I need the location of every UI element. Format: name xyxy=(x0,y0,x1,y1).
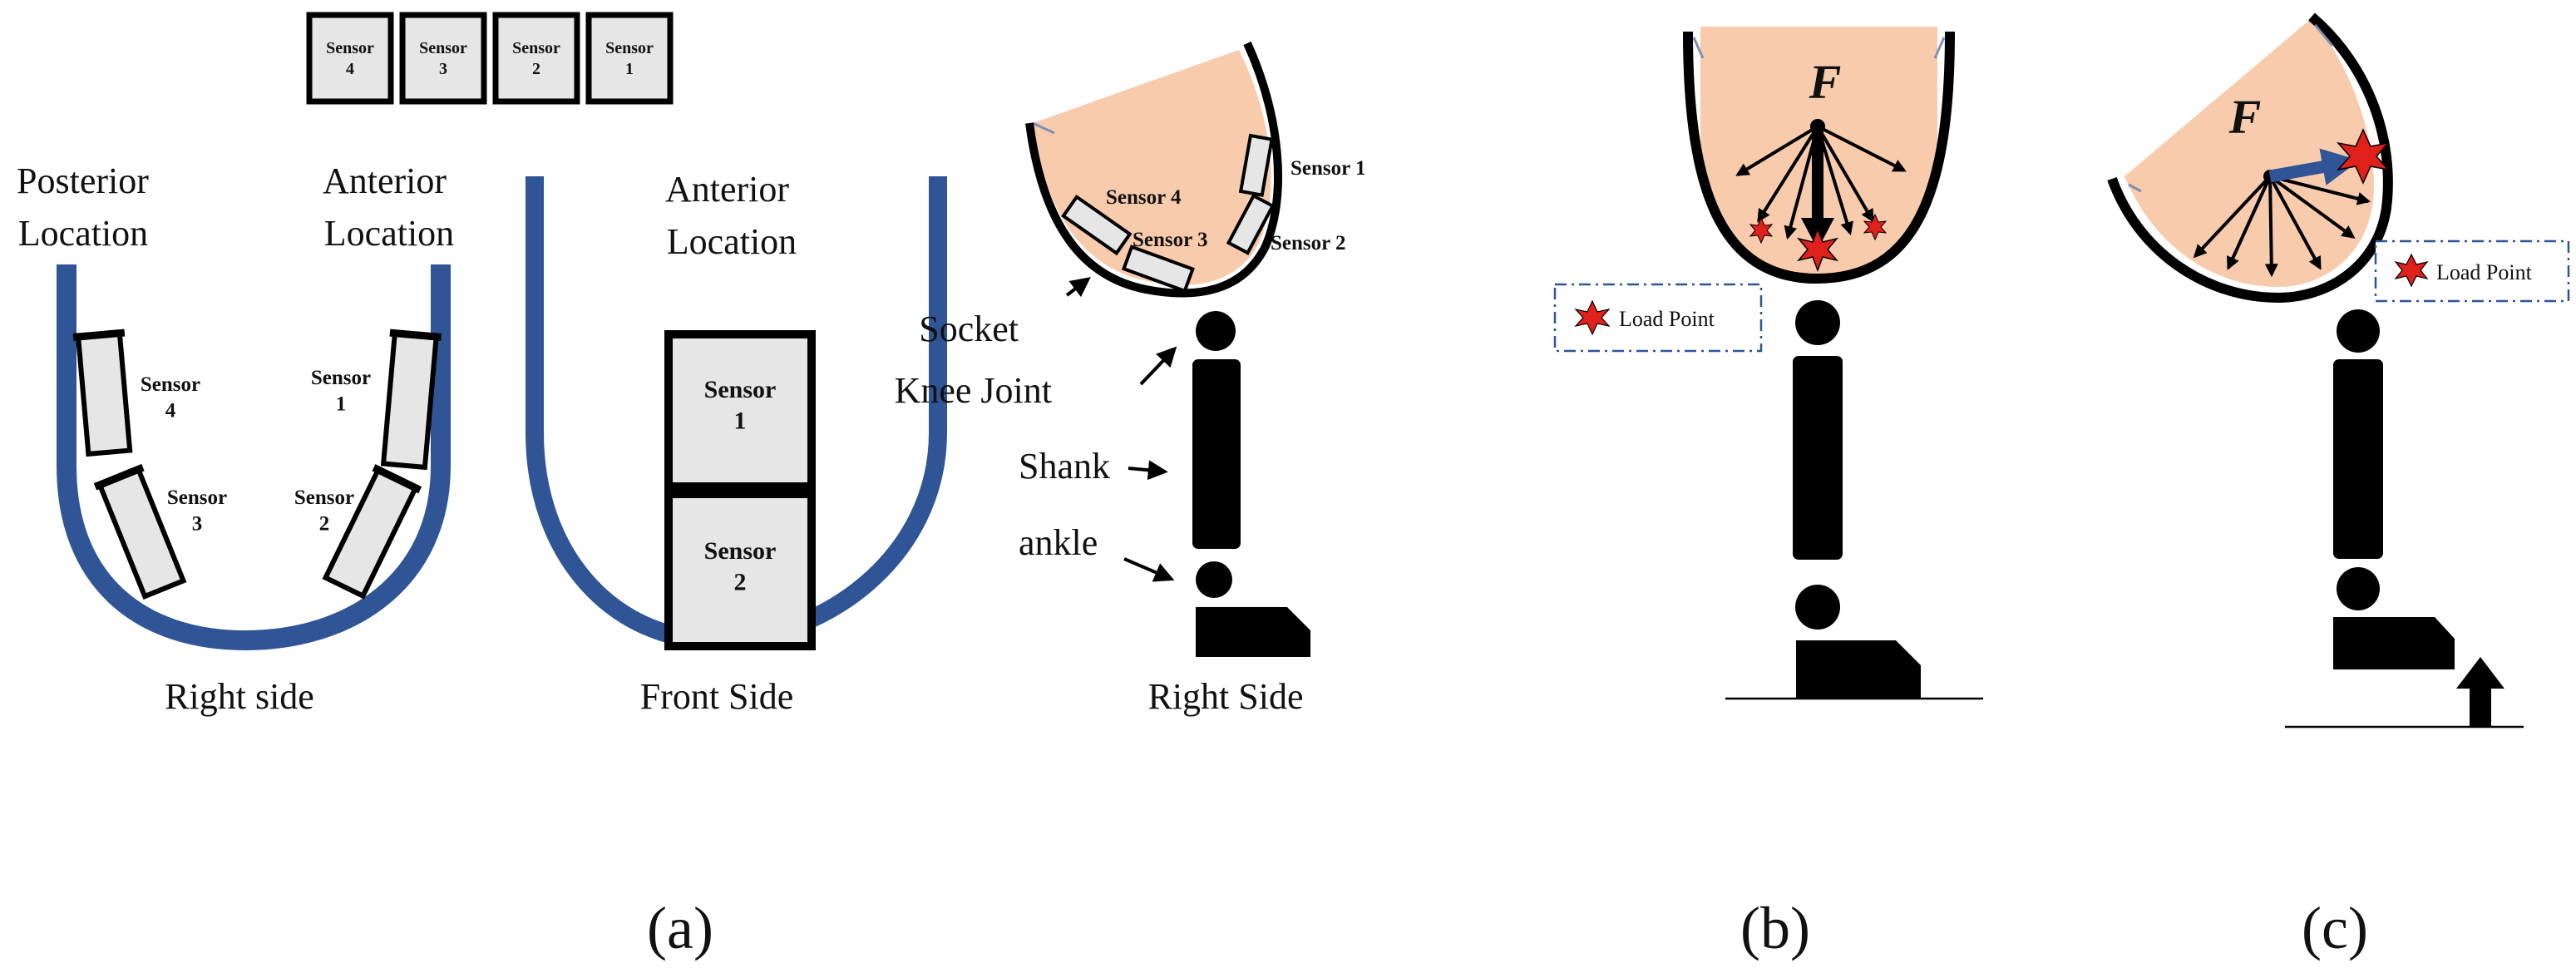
leg-view: Sensor 1 Sensor 4 Sensor 3 Sensor 2 Sock… xyxy=(895,41,1366,717)
shank-label: Shank xyxy=(1019,446,1110,487)
socket-label: Socket xyxy=(919,309,1019,349)
strip-sensor-1 xyxy=(585,12,674,105)
ankle-joint-c xyxy=(2337,567,2380,610)
load-point-star-icon xyxy=(2337,128,2390,185)
load-point-star-icon xyxy=(1749,216,1774,244)
leg-sensor-3-label: Sensor 3 xyxy=(1133,229,1208,251)
leg-right-side-caption: Right Side xyxy=(1147,676,1303,717)
fs-sensor-2 xyxy=(664,490,816,650)
strip-sensor-2 xyxy=(492,12,580,105)
socket-wall xyxy=(1025,41,1282,298)
force-label-c: F xyxy=(2228,90,2262,144)
legend-star-icon xyxy=(2394,253,2429,288)
panel-c: F Load Point (c) xyxy=(2107,12,2570,961)
legend-star-icon xyxy=(1574,299,1611,336)
foot xyxy=(1196,607,1310,657)
shank-c xyxy=(2333,359,2383,559)
leg-sensor-4-label: Sensor 4 xyxy=(1106,186,1182,209)
strip-sensor-3 xyxy=(399,12,487,105)
ankle-label: ankle xyxy=(1019,522,1098,563)
leg-sensor-1 xyxy=(1238,133,1274,197)
load-point-star-icon xyxy=(1863,213,1888,241)
upward-force-arrow-icon xyxy=(2456,657,2504,727)
socket-b xyxy=(1683,31,1955,284)
leg-sensor-2-label: Sensor 2 xyxy=(1271,232,1346,254)
load-point-star-icon xyxy=(1796,226,1839,273)
socket-c xyxy=(2107,12,2393,304)
front-side-caption: Front Side xyxy=(640,676,794,717)
panel-b: F Load Point (b) xyxy=(1553,27,1983,961)
rs-sensor-3 xyxy=(93,463,187,600)
anterior-location-label-front: Anterior Location xyxy=(665,169,798,262)
right-side-caption: Right side xyxy=(165,676,314,717)
leg-sensor-1-label: Sensor 1 xyxy=(1290,157,1366,180)
leg-sensor-3 xyxy=(1121,244,1195,294)
load-point-label-c: Load Point xyxy=(2436,260,2533,284)
rs-sensor-4 xyxy=(72,328,133,457)
socket-cross-section-right xyxy=(57,264,451,651)
leg-sensor-2 xyxy=(1226,193,1276,255)
panel-c-label: (c) xyxy=(2302,895,2368,961)
panel-b-label: (b) xyxy=(1740,895,1810,961)
shank-b xyxy=(1793,356,1843,560)
knee-joint-b xyxy=(1795,300,1840,345)
strip-sensor-4 xyxy=(306,12,394,105)
anterior-location-label-right: Anterior Location xyxy=(323,161,456,254)
posterior-location-label: Posterior Location xyxy=(17,161,158,254)
knee-joint-c xyxy=(2337,309,2380,353)
knee-joint xyxy=(1196,311,1236,351)
main-force-arrow-c xyxy=(2268,148,2360,185)
load-point-label-b: Load Point xyxy=(1619,307,1715,331)
rs-sensor-1 xyxy=(380,328,442,471)
knee-joint-label: Knee Joint xyxy=(895,370,1052,411)
panel-a-label: (a) xyxy=(647,895,713,961)
foot-c xyxy=(2333,617,2455,669)
fs-sensor-1 xyxy=(664,330,816,491)
rs-sensor-2 xyxy=(322,464,422,600)
leg-sensor-4 xyxy=(1061,194,1133,256)
shank xyxy=(1192,359,1241,549)
limb-c xyxy=(2124,18,2374,287)
force-label-b: F xyxy=(1809,55,1842,109)
ankle-joint-b xyxy=(1795,585,1840,630)
ankle-joint xyxy=(1196,561,1232,598)
right-side-view: Posterior Location Anterior Location xyxy=(17,161,456,717)
foot-b xyxy=(1796,640,1921,699)
